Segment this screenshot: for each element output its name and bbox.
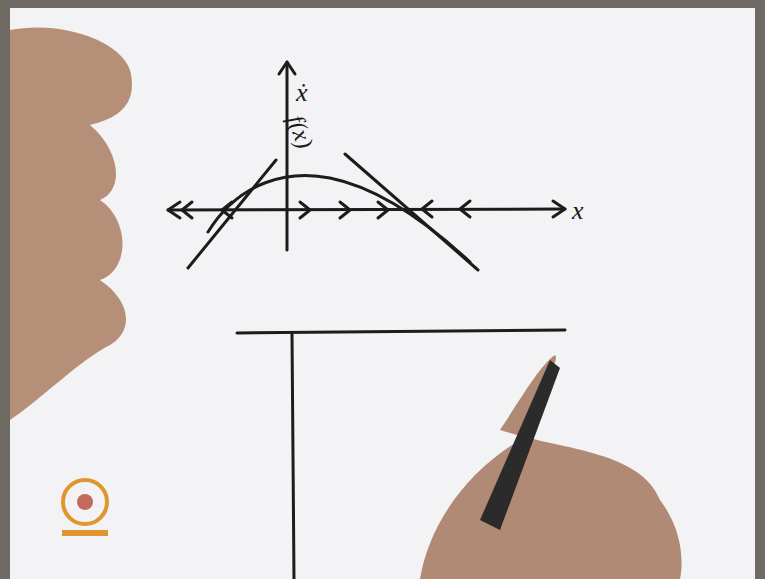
lower-axis <box>292 333 294 579</box>
flow-arrow <box>422 201 432 217</box>
axis-arrow <box>279 62 295 74</box>
axis-arrow <box>168 202 180 218</box>
hand <box>10 27 132 420</box>
logo <box>63 480 107 524</box>
paper <box>10 8 755 579</box>
pen <box>480 360 560 530</box>
flow-arrow <box>340 202 350 218</box>
hand <box>420 355 682 579</box>
axis-label: ẋ <box>296 80 308 106</box>
logo <box>77 494 93 510</box>
curve <box>208 176 470 262</box>
y-axis <box>286 62 289 250</box>
flow-arrow <box>460 201 470 217</box>
lower-axis <box>237 330 565 333</box>
flow-arrow <box>182 202 192 218</box>
axis-label: x <box>572 198 584 224</box>
flow-arrow <box>378 202 388 218</box>
tangent-line <box>345 154 478 270</box>
logo <box>62 530 108 536</box>
flow-arrow <box>300 202 310 218</box>
axis-arrow <box>553 201 565 217</box>
tangent-line <box>188 160 276 268</box>
